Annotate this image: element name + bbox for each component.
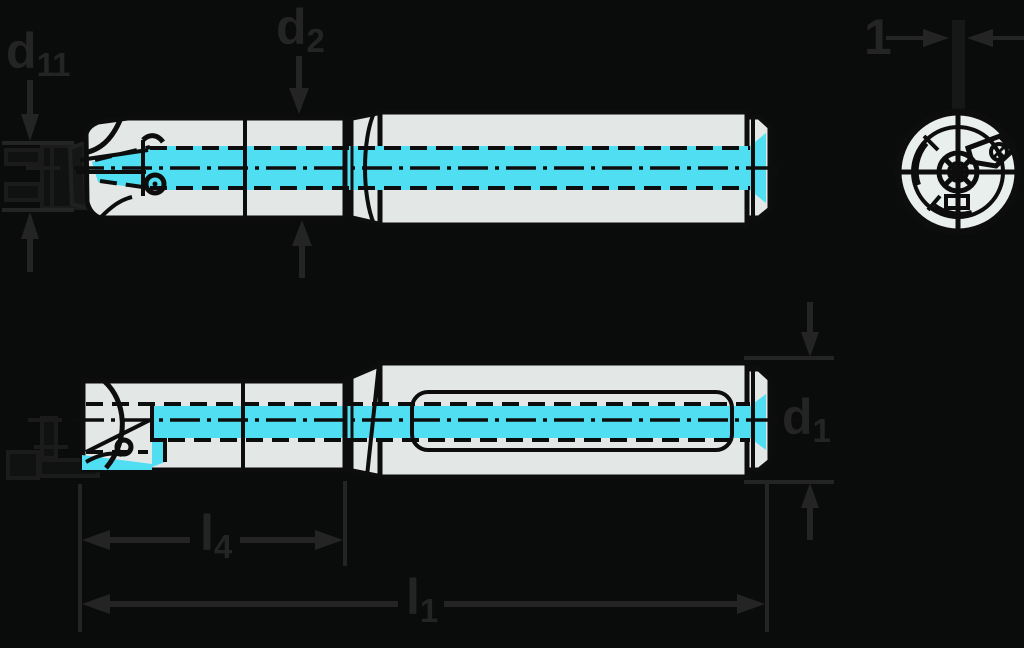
dim-l1	[82, 483, 769, 632]
dimension-annotations	[2, 29, 1024, 632]
side-view-upper	[4, 109, 786, 228]
dim-d11	[2, 80, 74, 272]
measured-insert-edge	[952, 20, 965, 116]
dim-d1	[744, 302, 834, 540]
end-view	[894, 20, 1022, 236]
hidden-lines-lower	[86, 402, 750, 454]
dim-width1	[886, 29, 1024, 47]
insert-clamp-upper	[4, 140, 89, 211]
dim-d2	[289, 56, 312, 278]
head-lines-upper	[76, 112, 755, 225]
hidden-lines-upper	[94, 145, 750, 190]
side-view-lower	[6, 359, 800, 480]
end-view-details	[898, 112, 1018, 232]
dim-l4	[78, 481, 347, 632]
dim-label-width1: 1	[864, 9, 892, 65]
